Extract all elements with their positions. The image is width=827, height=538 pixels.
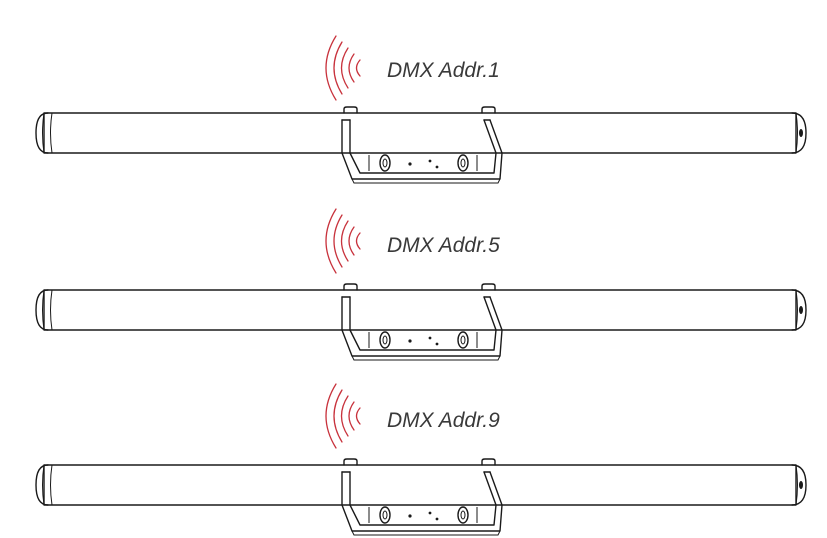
wireless-signal-icon: [325, 383, 361, 449]
led-tube-fixture-1: [35, 106, 807, 184]
fixture-unit-3: DMX Addr.9: [35, 383, 807, 536]
fixture-unit-1: DMX Addr.1: [35, 35, 807, 184]
led-tube-fixture-3: [35, 458, 807, 536]
led-tube-fixture-2: [35, 283, 807, 361]
wireless-signal-icon: [325, 208, 361, 274]
wireless-signal-icon: [325, 35, 361, 101]
dmx-address-label-3: DMX Addr.9: [387, 409, 500, 432]
dmx-address-label-2: DMX Addr.5: [387, 234, 500, 257]
fixture-unit-2: DMX Addr.5: [35, 208, 807, 361]
dmx-address-label-1: DMX Addr.1: [387, 59, 500, 82]
